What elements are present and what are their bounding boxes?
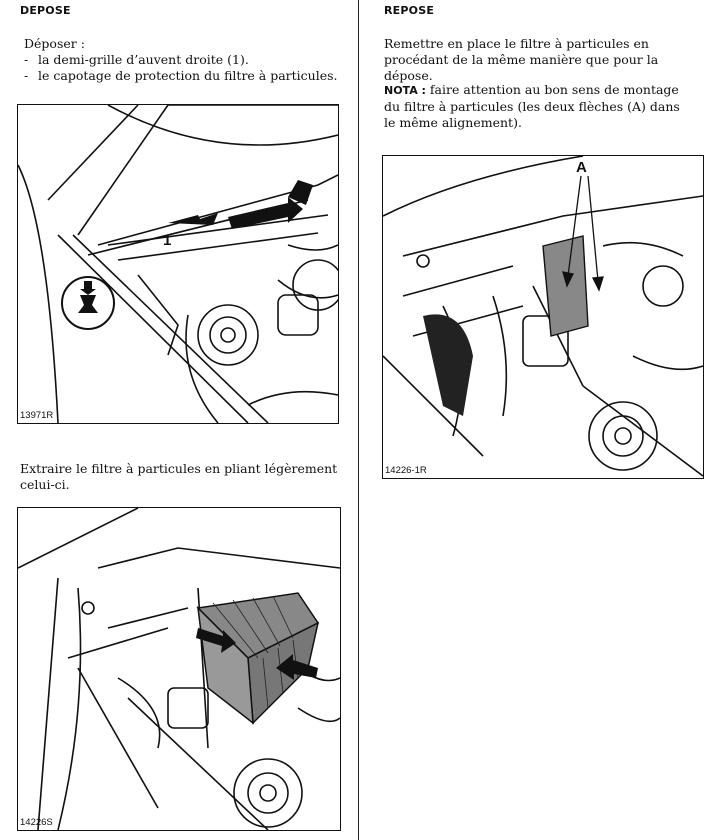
figure-1-drawing: 1: [18, 105, 338, 423]
figure-1-callout: 1: [163, 232, 171, 249]
repose-instruction: Remettre en place le filtre à particules…: [384, 36, 659, 83]
list-item: la demi-grille d’auvent droite (1).: [24, 52, 344, 68]
particle-filter-installed: [423, 235, 589, 416]
depose-instructions: Déposer : la demi-grille d’auvent droite…: [24, 36, 344, 84]
figure-3-drawing: A: [383, 156, 703, 477]
figure-1-illustration: 1 13971R: [17, 104, 339, 424]
nota-label: NOTA :: [384, 84, 426, 97]
nota-text: faire attention au bon sens de montage d…: [384, 82, 680, 130]
repose-heading: REPOSE: [384, 4, 435, 17]
list-item: le capotage de protection du filtre à pa…: [24, 68, 344, 84]
figure-3-code: 14226-1R: [385, 465, 427, 476]
depose-intro: Déposer :: [24, 36, 85, 51]
figure-2-drawing: [18, 508, 340, 830]
particle-filter-drawing: [196, 592, 320, 725]
figure-3-illustration: A 14226-1R: [382, 155, 704, 479]
depose-heading: DEPOSE: [20, 4, 71, 17]
figure-2-illustration: 14226S: [17, 507, 341, 831]
figure-2-code: 14226S: [20, 817, 53, 828]
column-divider: [358, 0, 359, 840]
depose-list: la demi-grille d’auvent droite (1). le c…: [24, 52, 344, 84]
nota-block: NOTA : faire attention au bon sens de mo…: [384, 82, 684, 131]
figure-3-callout: A: [576, 159, 587, 176]
extract-instruction: Extraire le filtre à particules en plian…: [20, 461, 338, 492]
figure-1-code: 13971R: [20, 410, 54, 421]
